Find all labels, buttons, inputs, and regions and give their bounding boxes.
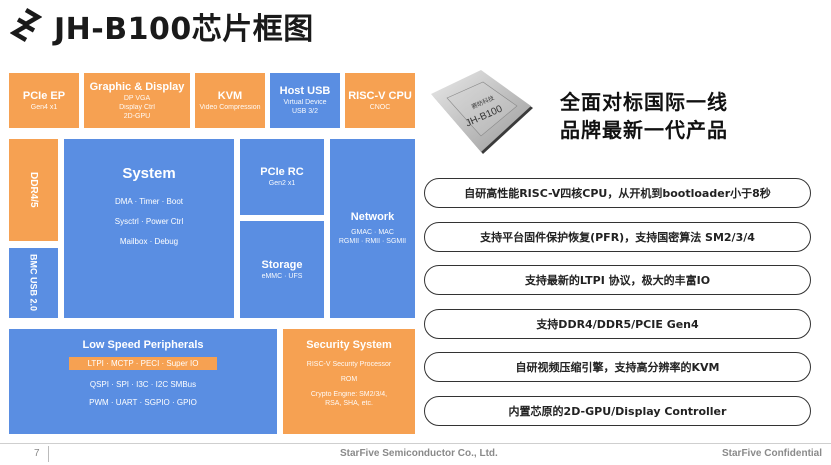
pcie-rc-sub: Gen2 x1 xyxy=(268,180,296,187)
security-line: RSA, SHA, etc. xyxy=(325,400,373,407)
security-title: Security System xyxy=(306,339,392,351)
pcie-rc-block: PCIe RC Gen2 x1 xyxy=(240,139,324,215)
security-line: ROM xyxy=(340,376,358,383)
graphic-display-line: 2D-GPU xyxy=(123,112,151,120)
system-title: System xyxy=(122,165,176,182)
feature-pill: 支持最新的LTPI 协议，极大的丰富IO xyxy=(424,265,811,295)
graphic-display-title: Graphic & Display xyxy=(89,80,185,93)
feature-pill: 自研高性能RISC-V四核CPU，从开机到bootloader小于8秒 xyxy=(424,178,811,208)
graphic-display-line: DP VGA xyxy=(123,94,151,102)
page-number-divider xyxy=(48,446,49,462)
kvm-block: KVM Video Compression xyxy=(195,73,265,128)
ddr-block: DDR4/5 xyxy=(9,139,58,241)
storage-block: Storage eMMC · UFS xyxy=(240,221,324,318)
kvm-sub: Video Compression xyxy=(199,103,261,111)
storage-title: Storage xyxy=(261,258,303,271)
bmc-usb-title: BMC USB 2.0 xyxy=(28,254,39,312)
headline-line: 全面对标国际一线 xyxy=(560,90,728,114)
low-speed-line: QSPI · SPI · I3C · I2C SMBus xyxy=(89,380,197,389)
riscv-cpu-title: RISC-V CPU xyxy=(348,89,412,102)
chip-image: JH-B100 赛昉科技 xyxy=(425,68,537,158)
io-strip: LTPI · MCTP · PECI · Super IO xyxy=(69,357,217,370)
pcie-ep-sub: Gen4 x1 xyxy=(30,103,58,111)
feature-pill: 自研视频压缩引擎，支持高分辨率的KVM xyxy=(424,352,811,382)
pcie-ep-title: PCIe EP xyxy=(22,89,66,102)
feature-pill: 支持DDR4/DDR5/PCIE Gen4 xyxy=(424,309,811,339)
network-line: RGMII · RMII · SGMII xyxy=(338,238,407,245)
system-line: DMA · Timer · Boot xyxy=(114,197,183,206)
bmc-usb-block: BMC USB 2.0 xyxy=(9,248,58,318)
company-name: StarFive Semiconductor Co., Ltd. xyxy=(340,448,498,459)
host-usb-block: Host USB Virtual Device USB 3/2 xyxy=(270,73,340,128)
slide-title: JH-B100芯片框图 xyxy=(54,12,314,47)
feature-pill: 支持平台固件保护恢复(PFR)，支持国密算法 SM2/3/4 xyxy=(424,222,811,252)
network-line: GMAC · MAC xyxy=(351,229,394,236)
pcie-rc-title: PCIe RC xyxy=(260,166,304,178)
headline-line: 品牌最新一代产品 xyxy=(560,118,728,142)
headline: 全面对标国际一线 品牌最新一代产品 xyxy=(560,88,728,144)
host-usb-title: Host USB xyxy=(279,85,331,97)
low-speed-line: PWM · UART · SGPIO · GPIO xyxy=(89,398,197,407)
security-line: RISC-V Security Processor xyxy=(306,361,392,368)
host-usb-line: Virtual Device xyxy=(283,99,327,106)
riscv-cpu-sub: CNOC xyxy=(369,103,391,111)
network-title: Network xyxy=(350,211,395,223)
starfive-logo-icon xyxy=(9,8,43,42)
storage-sub: eMMC · UFS xyxy=(261,272,303,280)
system-line: Sysctrl · Power Ctrl xyxy=(114,217,184,226)
block-diagram: PCIe EP Gen4 x1 Graphic & Display DP VGA… xyxy=(0,0,420,440)
ddr-title: DDR4/5 xyxy=(28,172,39,208)
low-speed-block: Low Speed Peripherals LTPI · MCTP · PECI… xyxy=(9,329,277,434)
riscv-cpu-block: RISC-V CPU CNOC xyxy=(345,73,415,128)
confidential-label: StarFive Confidential xyxy=(722,448,823,459)
security-block: Security System RISC-V Security Processo… xyxy=(283,329,415,434)
system-line: Mailbox · Debug xyxy=(119,237,179,246)
security-line: Crypto Engine: SM2/3/4, xyxy=(310,391,388,398)
kvm-title: KVM xyxy=(217,89,243,102)
low-speed-title: Low Speed Peripherals xyxy=(82,339,204,351)
host-usb-line: USB 3/2 xyxy=(291,108,319,115)
graphic-display-line: Display Ctrl xyxy=(119,103,155,111)
network-block: Network GMAC · MAC RGMII · RMII · SGMII xyxy=(330,139,415,318)
graphic-display-block: Graphic & Display DP VGA Display Ctrl 2D… xyxy=(84,73,190,128)
feature-pill: 内置芯原的2D-GPU/Display Controller xyxy=(424,396,811,426)
system-block: System DMA · Timer · Boot Sysctrl · Powe… xyxy=(64,139,234,318)
pcie-ep-block: PCIe EP Gen4 x1 xyxy=(9,73,79,128)
footer-divider xyxy=(0,443,831,444)
page-number: 7 xyxy=(34,448,40,459)
